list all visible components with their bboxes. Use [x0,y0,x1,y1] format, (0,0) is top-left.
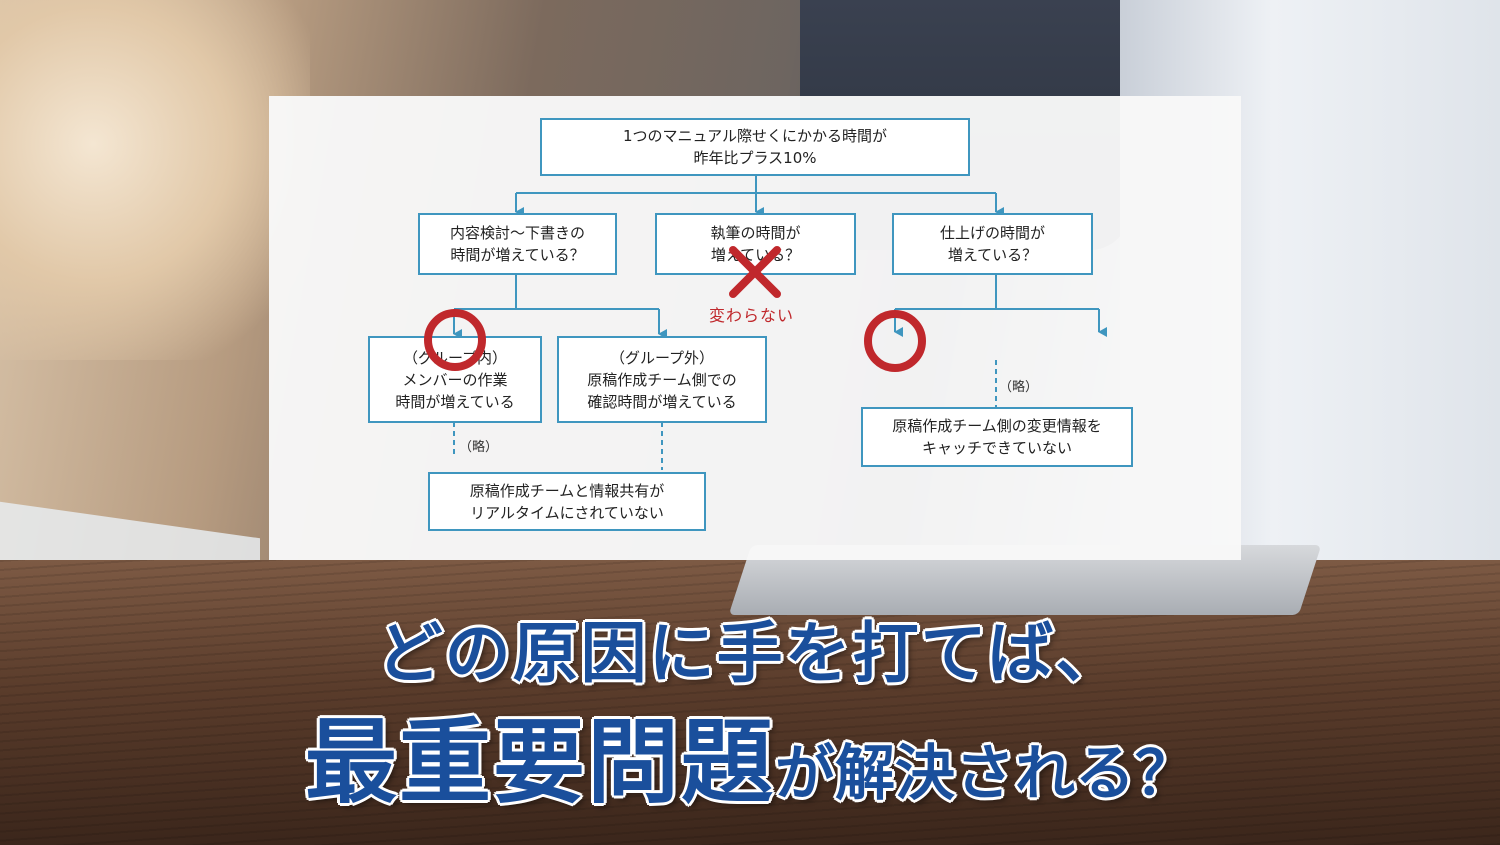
omitted-note-right: （略） [999,380,1039,395]
node-external-line-2: 原稿作成チーム側での [587,370,737,389]
diagram-connectors [453,176,1107,470]
node-finishing-line-1: 仕上げの時間が [939,224,1045,242]
node-writing-time: 執筆の時間が 増えている？ [655,213,856,275]
node-internal-line-3: 時間が増えている [395,392,515,411]
node-sharing-line-2: リアルタイムにされていない [470,503,664,522]
node-sharing-line-1: 原稿作成チームと情報共有が [469,481,665,500]
node-drafting-line-1: 内容検討〜下書きの [449,224,585,242]
node-group-internal: （グループ内） メンバーの作業 時間が増えている [368,336,542,423]
root-line-2: 昨年比プラス10% [693,149,817,167]
node-drafting-line-2: 時間が増えている？ [450,246,585,264]
node-writing-line-1: 執筆の時間が [710,224,801,242]
node-group-external: （グループ外） 原稿作成チーム側での 確認時間が増えている [557,336,767,423]
node-change-line-1: 原稿作成チーム側の変更情報を [892,417,1102,435]
node-finishing-time: 仕上げの時間が 増えている？ [892,213,1093,275]
node-external-line-3: 確認時間が増えている [587,392,737,411]
headline-rest: が解決される？ [775,739,1195,809]
headline-question-line-2: 最重要問題が解決される？ [0,688,1500,821]
node-change-info: 原稿作成チーム側の変更情報を キャッチできていない [861,407,1133,467]
diagram-root-node: 1つのマニュアル際せくにかかる時間が 昨年比プラス10% [540,118,970,176]
rejected-label: 変わらない [709,306,795,325]
node-internal-line-2: メンバーの作業 [402,370,508,389]
cross-mark-icon [729,246,781,298]
omitted-note-left: （略） [459,440,499,455]
headline-question-line-1: どの原因に手を打てば、 [376,615,1124,692]
background-window-light [0,0,310,360]
headline-emphasis: 最重要問題 [304,709,775,816]
circle-mark-icon-right [864,310,926,372]
circle-mark-icon-left [424,309,486,371]
root-line-1: 1つのマニュアル際せくにかかる時間が [622,127,888,145]
diagram-panel: 1つのマニュアル際せくにかかる時間が 昨年比プラス10% 内容検討〜下書きの 時… [269,96,1241,560]
node-drafting-time: 内容検討〜下書きの 時間が増えている？ [418,213,617,275]
node-change-line-2: キャッチできていない [921,439,1072,457]
node-info-sharing: 原稿作成チームと情報共有が リアルタイムにされていない [428,472,706,531]
node-finishing-line-2: 増えている？ [947,246,1038,264]
node-external-line-1: （グループ外） [609,348,715,367]
